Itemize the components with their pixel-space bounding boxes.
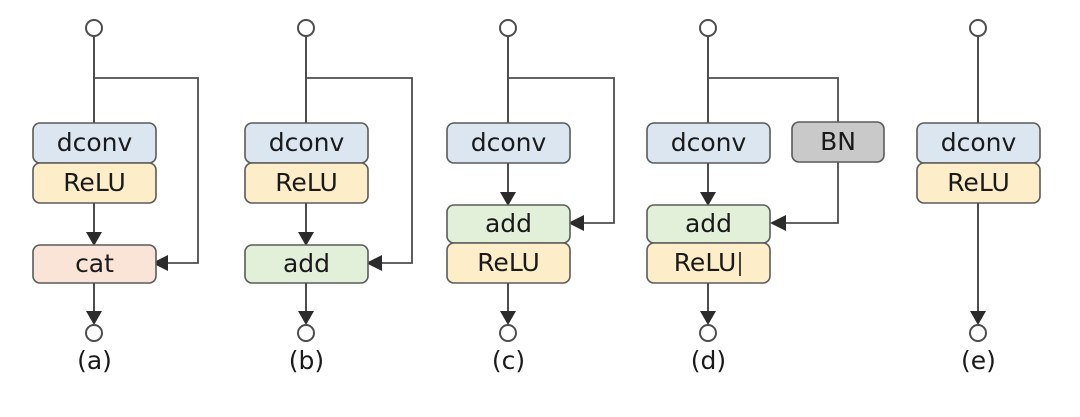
panel-c-output-node <box>499 324 517 342</box>
panel-c-input-node <box>499 19 517 37</box>
panel-a-edge-cat-to-output-arrow-head <box>86 311 102 325</box>
panel-b-skip-connection <box>306 77 413 264</box>
panel-d-edge-dconv-to-add-arrow-head <box>700 192 716 206</box>
panel-a-skip-connection <box>94 77 199 264</box>
panel-a-edge-relu-to-cat-arrow-head <box>86 232 102 246</box>
panel-c-caption: (c) <box>492 346 525 375</box>
panel-b-edge-add-to-output-arrow-head <box>298 311 314 325</box>
panel-d-caption: (d) <box>691 346 726 375</box>
panel-c-skip-arrow-head <box>568 215 584 231</box>
panel-b-edge-relu-to-add-arrow-head <box>298 232 314 246</box>
panel-d-block-bn <box>791 121 885 163</box>
panel-d: dconv BN add ReLU (d) <box>646 19 885 375</box>
panel-c: dconv add ReLU (c) <box>446 19 615 375</box>
panel-c-edge-relu-to-output-arrow-head <box>500 311 516 325</box>
panel-a-caption: (a) <box>77 346 112 375</box>
panel-a: dconv ReLU cat (a) <box>32 19 199 375</box>
panel-a-block-relu-label: ReLU <box>63 168 126 197</box>
panel-e-edge-relu-to-output-arrow-head <box>970 311 986 325</box>
panel-a-input-node <box>85 19 103 37</box>
panel-e-block-dconv-label: dconv <box>941 128 1017 157</box>
panel-d-block-dconv-label: dconv <box>671 128 747 157</box>
panel-e-output-node <box>969 324 987 342</box>
panel-b-caption: (b) <box>289 346 324 375</box>
panel-a-output-node <box>85 324 103 342</box>
panel-d-edge-relu-to-output-arrow-head <box>700 311 716 325</box>
panel-a-block-cat-label: cat <box>75 249 114 278</box>
panel-c-block-dconv-label: dconv <box>471 128 547 157</box>
panel-d-output-node <box>699 324 717 342</box>
panel-d-input-node <box>699 19 717 37</box>
panel-c-block-add-label: add <box>485 209 532 238</box>
panel-d-block-add-label: add <box>685 209 732 238</box>
panel-b: dconv ReLU add (b) <box>244 19 413 375</box>
panel-b-output-node <box>297 324 315 342</box>
panel-e: dconv ReLU (e) <box>916 19 1041 375</box>
panel-e-caption: (e) <box>961 346 996 375</box>
panel-d-block-bn-label: BN <box>820 127 856 156</box>
panel-b-skip-arrow-head <box>366 255 382 271</box>
panel-a-skip-arrow-head <box>152 255 168 271</box>
panel-c-block-relu-label: ReLU <box>477 248 540 277</box>
panel-e-input-node <box>969 19 987 37</box>
panel-c-edge-dconv-to-add-arrow-head <box>500 192 516 206</box>
panel-e-block-relu-label: ReLU <box>947 168 1010 197</box>
panel-d-skip-arrow-head <box>770 215 786 231</box>
panel-b-block-relu-label: ReLU <box>275 168 338 197</box>
panel-d-block-relu-label: ReLU <box>674 248 737 277</box>
panel-a-block-dconv-label: dconv <box>57 128 133 157</box>
panel-b-input-node <box>297 19 315 37</box>
panel-b-block-add-label: add <box>283 249 330 278</box>
panel-b-block-dconv-label: dconv <box>269 128 345 157</box>
panel-c-skip-connection <box>508 77 615 224</box>
